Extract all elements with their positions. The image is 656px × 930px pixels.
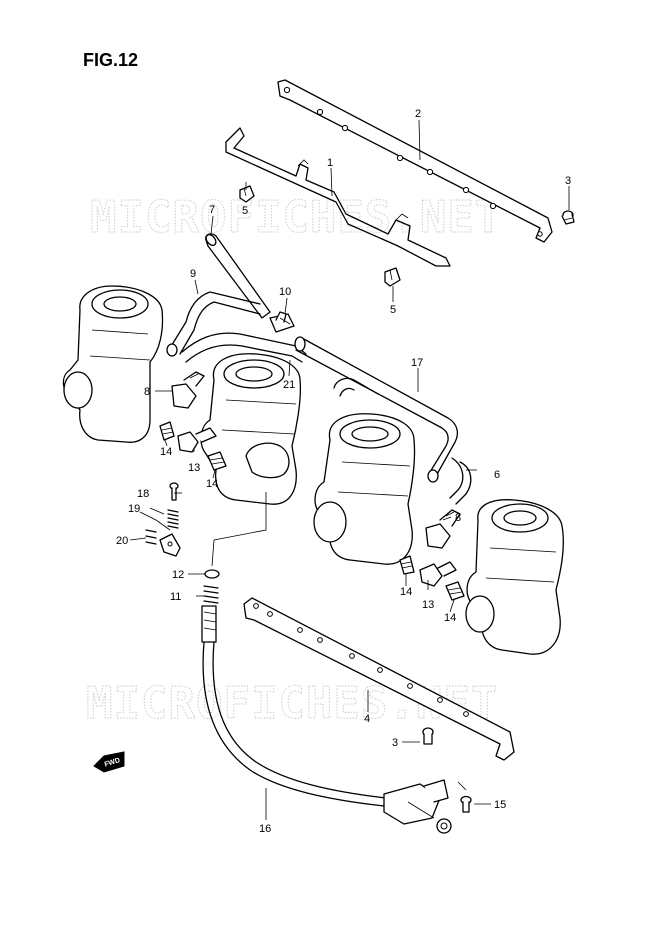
callout-12: 12 [172,569,184,581]
figure-title: FIG.12 [83,50,138,70]
callout-9: 9 [190,268,196,280]
hose-6 [449,457,472,505]
fitting-8-right [425,509,461,549]
screw-18 [169,482,179,501]
watermark-top: MICROFICHES.NET [90,192,502,243]
carburetor-3 [313,413,416,565]
callout-3-upper: 3 [565,175,571,187]
callout-21: 21 [283,379,295,391]
assembly-line-center [211,539,215,567]
bracket-wire [225,127,451,267]
clip-5-lower [384,267,401,287]
screw-15 [457,781,472,813]
callout-18: 18 [137,488,149,500]
callout-5-upper: 5 [242,205,248,217]
spring-19 [167,509,179,529]
fitting-13-left [177,427,217,453]
forward-direction-badge: FWD [93,751,125,773]
hose-9 [166,291,261,357]
nozzle-14-b [207,451,227,471]
group-bracket-line [139,511,171,531]
callout-4: 4 [364,713,370,725]
carburetor-4 [465,499,564,655]
callout-11: 11 [170,591,181,603]
leader-lines [129,119,570,820]
callout-labels: 1 2 3 3 4 5 5 6 7 8 8 9 10 11 12 13 13 1… [116,108,571,835]
callout-10: 10 [279,286,291,298]
clip-5-upper [239,185,255,203]
callout-13-left: 13 [188,462,200,474]
callout-5-lower: 5 [390,304,396,316]
screw-3-upper [561,210,575,225]
callout-19: 19 [128,503,140,515]
hose-17 [294,336,459,483]
cable-16 [201,605,452,834]
callout-14-d: 14 [444,612,456,624]
callout-16: 16 [259,823,271,835]
spring-11 [203,585,219,604]
callout-14-b: 14 [206,478,218,490]
carburetor-1 [62,285,164,443]
screw-3-lower [422,727,434,745]
fwd-label: FWD [104,757,121,769]
nozzle-14-c [399,555,415,575]
hose-7 [205,233,271,319]
bracket-20 [145,529,181,557]
assembly-line-left [213,492,267,541]
callout-8-left: 8 [144,386,150,398]
callout-1: 1 [327,157,333,169]
callout-6: 6 [494,469,500,481]
callout-2: 2 [415,108,421,120]
callout-7: 7 [209,204,215,216]
callout-17: 17 [411,357,423,369]
callout-14-c: 14 [400,586,412,598]
t-joint-10 [269,311,295,333]
fitting-13-right [419,561,457,587]
callout-15: 15 [494,799,506,811]
carburetor-2 [200,353,302,505]
mounting-plate-upper [277,79,553,243]
hose-21 [181,332,307,363]
callout-8-right: 8 [455,512,461,524]
callout-3-lower: 3 [392,737,398,749]
callout-13-right: 13 [422,599,434,611]
callout-14-a: 14 [160,446,172,458]
nozzle-14-a [159,421,175,441]
mounting-plate-lower [243,597,515,761]
nozzle-14-d [445,581,465,601]
fitting-8-left [171,371,205,409]
washer-12 [204,569,220,579]
callout-20: 20 [116,535,128,547]
